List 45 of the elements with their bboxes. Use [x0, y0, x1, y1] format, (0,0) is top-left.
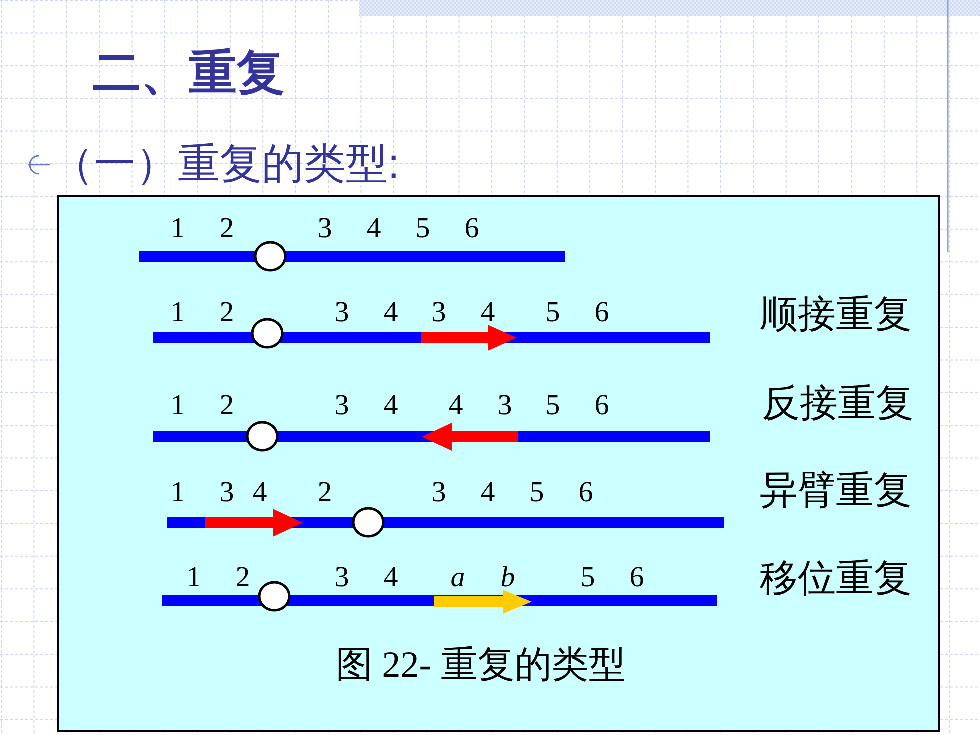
band-number: 4: [480, 301, 496, 325]
band-number: 1: [170, 217, 186, 241]
side-label: 顺接重复: [760, 296, 912, 334]
side-label: 移位重复: [760, 560, 912, 598]
band-number: 3: [334, 301, 350, 325]
band-number: 3: [334, 566, 350, 590]
band-number: 4: [448, 394, 464, 418]
band-number: 1: [170, 394, 186, 418]
figure-caption: 图 22- 重复的类型: [336, 647, 626, 684]
band-number: 6: [464, 217, 480, 241]
side-label: 异臂重复: [760, 472, 912, 510]
band-number: b: [500, 566, 516, 590]
band-number: 2: [318, 481, 332, 505]
band-number: 3: [220, 481, 234, 505]
band-number: 4: [480, 481, 496, 505]
slide-title: 二、重复: [93, 50, 285, 98]
band-number: 6: [594, 301, 610, 325]
band-number: 3: [432, 481, 446, 505]
band-number: 2: [220, 217, 234, 241]
band-number: a: [450, 566, 466, 590]
band-number: 2: [220, 301, 234, 325]
band-number: 4: [366, 217, 382, 241]
band-number: 6: [594, 394, 610, 418]
band-number: 3: [334, 394, 350, 418]
band-number: 3: [498, 394, 512, 418]
band-number: 2: [236, 566, 250, 590]
band-number: 5: [530, 481, 544, 505]
band-number: 3: [432, 301, 446, 325]
band-number: 4: [252, 481, 268, 505]
band-number: 5: [546, 301, 560, 325]
band-number: 3: [318, 217, 332, 241]
band-number: 5: [546, 394, 560, 418]
side-label: 反接重复: [762, 385, 914, 423]
section-heading: （一）重复的类型:: [52, 143, 400, 185]
band-number: 4: [384, 301, 398, 325]
band-number: 1: [186, 566, 202, 590]
band-number: 4: [384, 394, 398, 418]
band-number: 5: [580, 566, 596, 590]
band-number: 4: [384, 566, 398, 590]
band-number: 6: [578, 481, 594, 505]
band-number: 1: [170, 481, 186, 505]
band-number: 2: [220, 394, 234, 418]
band-number: 5: [416, 217, 430, 241]
band-number: 6: [630, 566, 644, 590]
band-number: 1: [170, 301, 186, 325]
